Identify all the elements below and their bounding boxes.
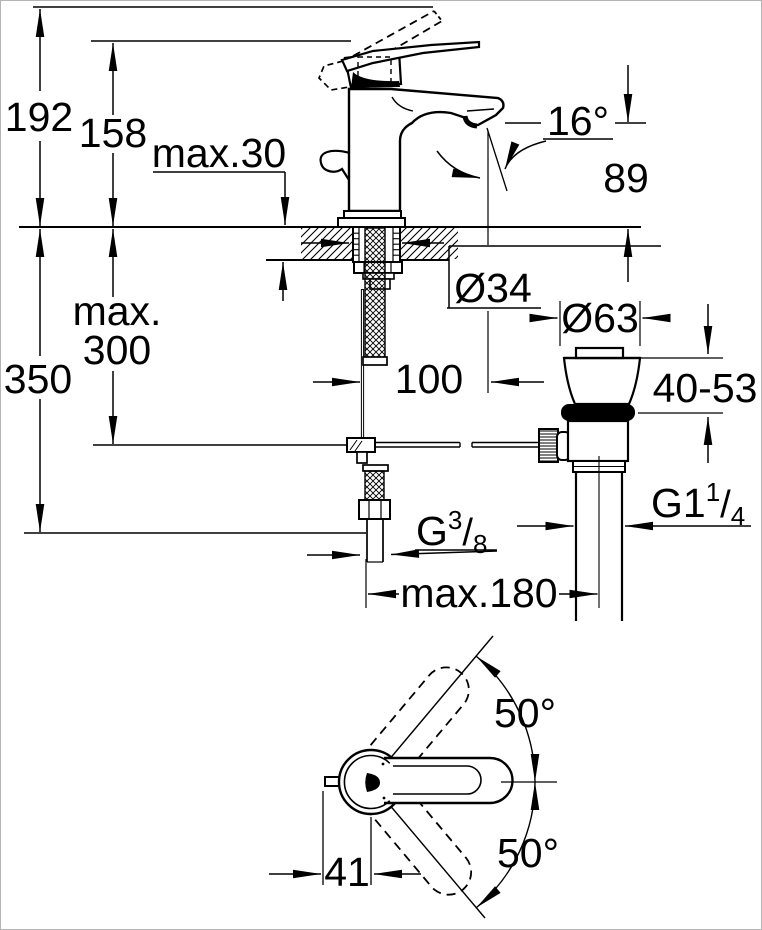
- dim-label-o34: Ø34: [454, 265, 532, 311]
- handle-base-inner-circle: [343, 754, 391, 810]
- base-plate-lower: [337, 217, 406, 228]
- swing-diagonal-upper: [387, 635, 494, 762]
- popup-waste-assembly: [561, 346, 642, 621]
- lever-solid-fill: [384, 758, 513, 803]
- tee-stub: [356, 451, 368, 464]
- swing-diagonal-lower: [387, 802, 486, 919]
- dim-label-40-53: 40-53: [653, 365, 758, 411]
- dim-label-50-lower: 50°: [497, 830, 559, 876]
- cartridge-dashed: [357, 56, 392, 84]
- rod-tee: [346, 437, 376, 453]
- horizontal-rod: [375, 441, 539, 448]
- dim-label-o63: Ø63: [561, 295, 639, 341]
- dim-label-max: max.: [73, 288, 162, 334]
- hose-break-cap-lower: [362, 464, 389, 472]
- lever-dot-upper: [381, 762, 385, 766]
- dim-label-41: 41: [324, 849, 370, 895]
- shank-thread-left: [353, 229, 359, 260]
- adjust-knob-knurled: [538, 428, 559, 463]
- dim-label-50-upper: 50°: [494, 690, 556, 736]
- hose-nut-g38: [358, 499, 391, 520]
- waste-gasket: [561, 404, 635, 421]
- top-view: 50° 50° 41: [269, 635, 559, 919]
- stream-angle-line: [486, 127, 508, 192]
- faucet-body: [347, 87, 505, 213]
- handle-gap-shadow: [351, 72, 400, 88]
- popup-linkage: [346, 428, 571, 464]
- base-plate-upper: [343, 210, 402, 219]
- swing-arc-lower: [475, 781, 540, 909]
- dimension-lines: [35, 9, 751, 608]
- dim-label-max180: max.180: [400, 570, 557, 616]
- aerator-line: [466, 108, 495, 112]
- dim-label-89: 89: [603, 155, 649, 201]
- supply-hose-lower: [364, 470, 385, 501]
- dim-label-16deg: 16°: [547, 98, 609, 144]
- dim-label-300: 300: [83, 327, 151, 373]
- lever-dashed-upper: [360, 666, 470, 787]
- hose-break-cap-upper: [362, 356, 388, 366]
- dim-label-max30: max.30: [152, 130, 286, 176]
- supply-hose-upper: [364, 227, 386, 359]
- handle-rear-dashed: [317, 60, 350, 91]
- dim-label-100: 100: [395, 356, 463, 402]
- spout-inner-curve: [391, 96, 414, 112]
- dimension-labels: 192 158 max.30 16° 89 Ø34 max. 300 350 Ø…: [4, 94, 758, 616]
- mounting-assembly: [352, 226, 403, 563]
- side-view: 192 158 max.30 16° 89 Ø34 max. 300 350 Ø…: [4, 6, 758, 621]
- popup-knob-hook: [319, 149, 351, 181]
- waste-body: [566, 419, 630, 463]
- dim-label-g114: G11/4: [651, 477, 745, 531]
- reference-lines: [24, 6, 433, 534]
- shank-thread-right: [393, 229, 399, 260]
- lever-dot-lower: [382, 796, 386, 800]
- lever-cap-mark: [365, 773, 380, 792]
- dim-label-350: 350: [4, 356, 72, 402]
- lever-dashed-lower: [362, 775, 473, 896]
- faucet-body-group: [317, 10, 505, 228]
- waste-plug-disc: [574, 346, 625, 360]
- handle-lever: [340, 40, 481, 73]
- dim-label-192: 192: [5, 94, 73, 140]
- aerator-mouth: [462, 115, 478, 129]
- dim-41-lines: [269, 791, 421, 885]
- waste-flange: [562, 356, 642, 406]
- swing-arc-upper: [475, 655, 540, 783]
- dim-label-158: 158: [79, 110, 147, 156]
- dim-label-g38: G3/8: [416, 505, 487, 559]
